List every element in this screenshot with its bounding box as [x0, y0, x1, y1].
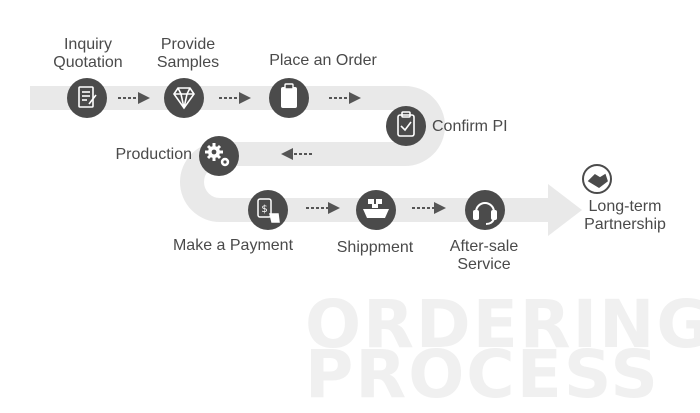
node-inquiry	[67, 78, 107, 118]
label-line: Shippment	[336, 239, 414, 256]
label-line: After-sale	[449, 238, 519, 255]
step-label-confirm-pi: Confirm PI	[432, 118, 532, 136]
node-payment	[248, 190, 288, 230]
document-edit-icon	[78, 86, 97, 108]
step-label-production: Production	[100, 146, 193, 164]
watermark-process: PROCESS	[305, 336, 660, 413]
watermark-ordering: ORDERING	[305, 286, 700, 363]
label-line: Samples	[156, 54, 220, 71]
diamond-icon	[173, 87, 195, 110]
step-label-place-order: Place an Order	[258, 52, 388, 70]
handshake-icon	[587, 173, 608, 188]
step-label-after-sale: After-sale Service	[440, 238, 528, 274]
track-arrowhead	[548, 184, 582, 236]
step-label-shipment: Shippment	[325, 239, 425, 257]
step-label-provide-samples: Provide Samples	[148, 36, 228, 72]
label-line: Quotation	[53, 54, 123, 71]
label-line: Partnership	[584, 216, 666, 233]
clipboard-check-icon	[397, 111, 415, 137]
label-line: Place an Order	[269, 52, 377, 69]
gears-icon	[205, 143, 230, 167]
clipboard-icon	[281, 83, 297, 108]
label-line: Service	[457, 256, 511, 273]
label-line: Provide	[160, 36, 216, 53]
process-track	[30, 86, 560, 222]
label-line: Long-term	[588, 198, 662, 215]
label-line: Inquiry	[63, 36, 113, 53]
step-label-make-payment: Make a Payment	[165, 237, 301, 255]
node-aftersale	[465, 190, 505, 230]
node-samples	[164, 78, 204, 118]
node-confirm-pi	[386, 106, 426, 146]
ship-icon	[363, 199, 389, 218]
svg-text:$: $	[261, 204, 267, 215]
headset-icon	[473, 202, 497, 225]
ordering-process-diagram: $	[30, 78, 612, 236]
label-line: Confirm PI	[432, 118, 508, 135]
payment-icon: $	[257, 198, 280, 223]
label-line: Make a Payment	[172, 237, 294, 254]
step-label-inquiry-quotation: Inquiry Quotation	[48, 36, 128, 72]
step-label-partnership: Long-term Partnership	[575, 198, 675, 234]
label-line: Production	[115, 146, 193, 163]
